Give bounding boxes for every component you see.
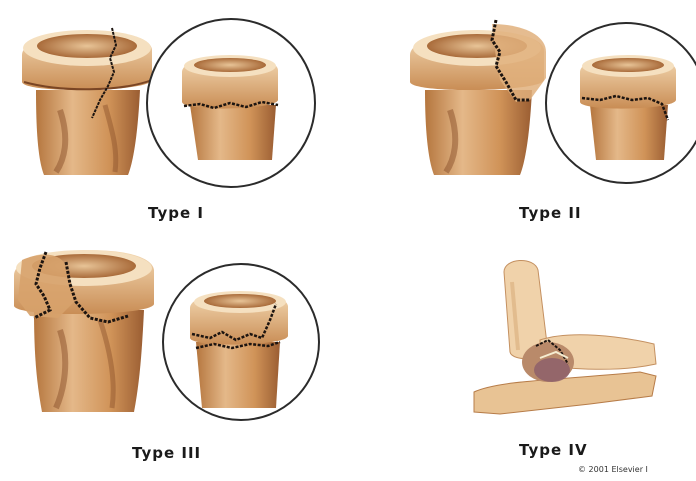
panel-type-4: Type IV © 2001 Elsevier I: [474, 260, 656, 474]
panel-label: Type III: [132, 444, 201, 462]
magnified-view-circle: [546, 23, 696, 183]
panel-label: Type II: [519, 204, 582, 222]
bone-illustration: [14, 250, 154, 412]
magnified-view-circle: [163, 264, 319, 420]
panel-label: Type I: [148, 204, 204, 222]
panel-type-3: Type III: [14, 250, 319, 462]
panel-type-2: Type II: [410, 20, 696, 222]
bone-illustration: [474, 260, 656, 414]
copyright-notice: © 2001 Elsevier I: [578, 465, 648, 474]
panel-type-1: Type I: [22, 19, 315, 222]
magnified-view-circle: [147, 19, 315, 187]
bone-illustration: [410, 20, 546, 175]
bone-illustration: [22, 28, 152, 175]
panel-label: Type IV: [519, 441, 588, 459]
